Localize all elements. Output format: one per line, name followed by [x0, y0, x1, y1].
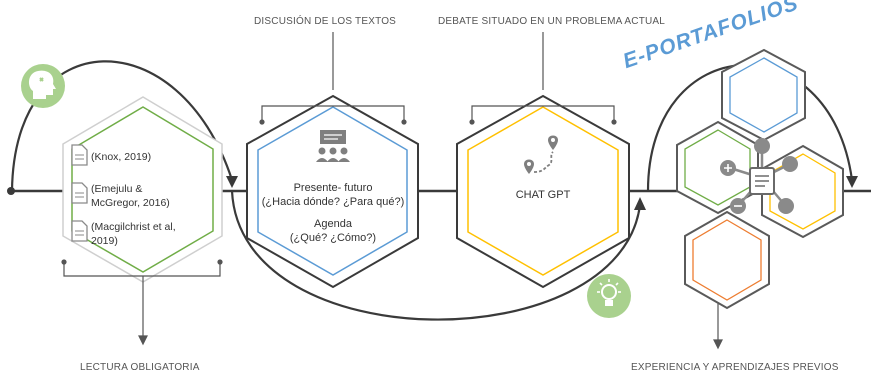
middle-line-2: (¿Hacia dónde? ¿Para qué?) [261, 196, 405, 208]
chat-gpt-label: CHAT GPT [515, 189, 571, 201]
lower-arc [230, 190, 642, 321]
hexagon-discussion-inner [257, 106, 408, 276]
middle-line-3: Agenda [314, 218, 352, 230]
route-icon [524, 135, 558, 174]
reference-macgilchrist-2: 2019) [91, 235, 118, 247]
document-lines [75, 154, 84, 236]
connector-top-debate [469, 32, 617, 125]
discussion-label: DISCUSIÓN DE LOS TEXTOS [254, 16, 397, 27]
arrow-head-2 [634, 197, 646, 210]
reference-emejulu-1: (Emejulu & [91, 183, 143, 195]
reference-macgilchrist-1: (Macgilchrist et al, [91, 221, 176, 233]
reference-knox: (Knox, 2019) [91, 151, 152, 163]
reading-label: LECTURA OBLIGATORIA [80, 362, 200, 373]
connector-top-discussion [259, 32, 407, 125]
lightbulb-icon [587, 274, 631, 318]
upper-arc-left [10, 60, 234, 192]
hexagon-debate-inner [467, 106, 619, 276]
experience-label: EXPERIENCIA Y APRENDIZAJES PREVIOS [631, 362, 839, 373]
presentation-icon [316, 130, 350, 162]
middle-line-1: Presente- futuro [293, 182, 373, 194]
connect-icon [720, 138, 798, 214]
middle-line-4: (¿Qué? ¿Cómo?) [289, 232, 377, 244]
reference-emejulu-2: McGregor, 2016) [91, 197, 170, 209]
arrow-head-1 [226, 176, 238, 188]
connector-bottom-reading [61, 259, 223, 346]
debate-label: DEBATE SITUADO EN UN PROBLEMA ACTUAL [438, 16, 666, 27]
arrow-head-3 [846, 176, 858, 188]
head-icon [21, 64, 65, 108]
